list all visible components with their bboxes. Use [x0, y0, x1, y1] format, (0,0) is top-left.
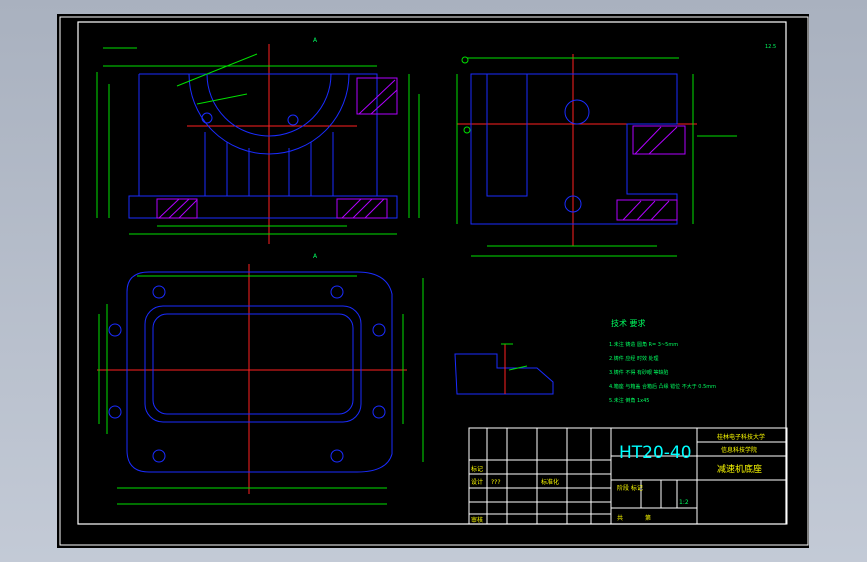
scale-value: 1:2	[679, 499, 689, 506]
section-mark-a: A	[313, 253, 318, 260]
part-name: 减速机底座	[717, 463, 762, 475]
section-mark-a: A	[313, 37, 318, 44]
row-label-sheet: 共	[617, 514, 623, 522]
tech-req-heading: 技术 要求	[611, 318, 646, 328]
school-name-line1: 桂林电子科技大学	[717, 433, 765, 441]
row-label-mark: 标记	[471, 465, 483, 473]
row-label-design: 设计	[471, 478, 483, 486]
sheet-border-inner	[77, 21, 787, 525]
tech-req-item: 5.未注 倒角 1x45	[609, 397, 649, 404]
row-label-stage: 阶段 标记	[617, 484, 643, 492]
front-view	[96, 44, 420, 244]
cad-viewport[interactable]: 技术 要求 1.未注 铸造 圆角 R= 3~5mm 2.铸件 应经 时效 处理 …	[57, 14, 809, 548]
title-block-frame	[468, 427, 788, 525]
row-label-review: 审核	[471, 516, 483, 524]
row-value-design: ???	[491, 479, 501, 486]
tech-req-item: 4.箱座 与箱盖 合箱后 凸缘 错位 不大于 0.5mm	[609, 383, 716, 390]
sheet-border-outer	[59, 16, 809, 546]
tech-req-item: 2.铸件 应经 时效 处理	[609, 355, 659, 362]
tech-req-item: 1.未注 铸造 圆角 R= 3~5mm	[609, 341, 678, 348]
top-view	[97, 264, 424, 505]
tech-req-item: 3.铸件 不得 有砂眼 等缺陷	[609, 369, 669, 376]
drawing-sheet: 技术 要求 1.未注 铸造 圆角 R= 3~5mm 2.铸件 应经 时效 处理 …	[59, 16, 809, 546]
material-label: HT20-40	[619, 443, 692, 463]
row-label-standard: 标准化	[541, 478, 559, 486]
row-label-page: 第	[645, 514, 651, 522]
detail-view	[454, 343, 554, 395]
side-view	[456, 54, 737, 257]
roughness-symbol: 12.5	[765, 44, 776, 50]
school-name-line2: 信息科技学院	[721, 446, 757, 454]
